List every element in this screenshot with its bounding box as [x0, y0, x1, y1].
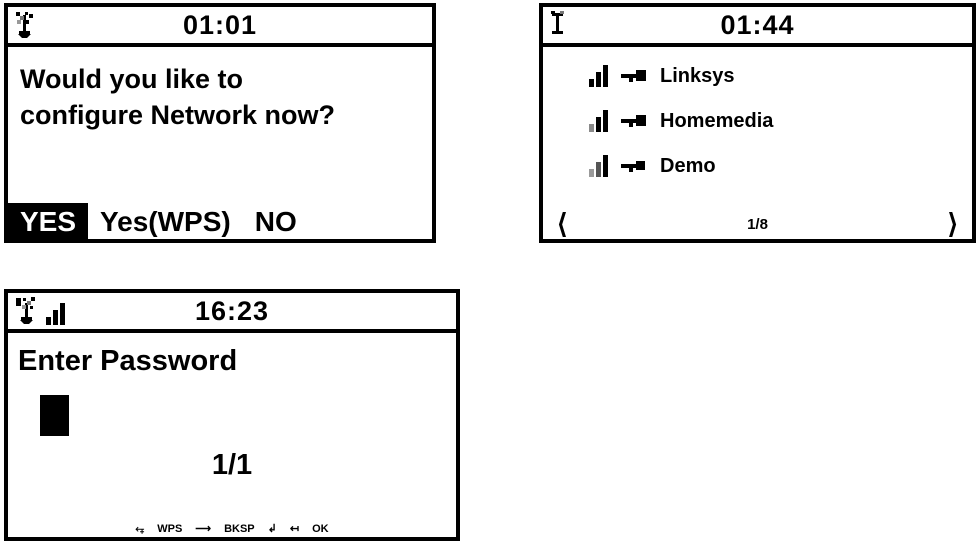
arrow-right-icon[interactable]: ⟶	[195, 523, 212, 535]
key-icon	[621, 68, 647, 84]
network-ssid: Homemedia	[660, 109, 774, 132]
hint-ok-label: OK	[312, 523, 329, 535]
key-icon	[621, 158, 647, 174]
chevron-left-icon[interactable]: ⟨	[557, 208, 568, 239]
back-arrow-icon[interactable]: ↤	[289, 523, 300, 535]
status-icon-group	[549, 11, 567, 39]
lcd-panel-network-scan: 01:44 Linksys	[539, 3, 976, 243]
network-list: Linksys Homemedia	[543, 53, 972, 188]
signal-bars-icon	[589, 109, 608, 132]
list-item[interactable]: Linksys	[543, 53, 972, 98]
status-bar: 01:44	[543, 7, 972, 47]
hint-wps-label: WPS	[157, 523, 183, 535]
status-icon-group	[14, 11, 36, 39]
choice-yes-button[interactable]: YES	[8, 203, 89, 243]
list-item[interactable]: Demo	[543, 143, 972, 188]
pager-count: 1/1	[211, 449, 253, 481]
list-item[interactable]: Homemedia	[543, 98, 972, 143]
hint-bksp-label: BKSP	[224, 523, 255, 535]
status-bar: 16:23	[8, 293, 456, 333]
network-ssid: Linksys	[660, 64, 735, 87]
signal-bars-icon	[589, 64, 608, 87]
status-bar: 01:01	[8, 7, 432, 47]
prompt-line-1: Would you like to	[20, 64, 244, 94]
chevron-right-icon[interactable]: ⟩	[947, 208, 958, 239]
status-clock: 16:23	[194, 295, 270, 326]
password-body: Enter Password 1/1 ⥆ WPS ⟶ BKSP ↲ ↤ OK	[8, 333, 456, 541]
choice-row: YES Yes(WPS) NO	[8, 203, 309, 243]
antenna-disconnected-icon	[14, 11, 36, 39]
key-icon	[621, 113, 647, 129]
prompt-line-2: configure Network now?	[20, 100, 336, 131]
signal-bars-icon	[46, 303, 65, 325]
enter-arrow-icon[interactable]: ↲	[267, 523, 277, 535]
status-icon-group	[14, 297, 65, 325]
choice-no-button[interactable]: NO	[254, 206, 297, 237]
status-clock: 01:44	[720, 9, 795, 40]
antenna-icon	[549, 11, 567, 39]
status-clock: 01:01	[182, 9, 258, 40]
pager: ⟨ 1/8 ⟩	[543, 209, 972, 239]
scan-body: Linksys Homemedia	[543, 47, 972, 243]
confirm-body: Would you like to configure Network now?…	[8, 47, 432, 243]
key-hint-bar: ⥆ WPS ⟶ BKSP ↲ ↤ OK	[8, 524, 456, 535]
lcd-panel-network-confirm: 01:01 Would you like to configure Networ…	[4, 3, 436, 243]
signal-bars-icon	[589, 154, 608, 177]
arrow-left-icon[interactable]: ⥆	[135, 523, 145, 535]
network-ssid: Demo	[660, 154, 716, 177]
lcd-panel-enter-password: 16:23 Enter Password 1/1 ⥆ WPS ⟶ BKSP ↲ …	[4, 289, 460, 541]
password-input-cursor[interactable]	[40, 395, 69, 436]
choice-yes-wps-button[interactable]: Yes(WPS)	[100, 206, 231, 237]
pager-count: 1/8	[747, 215, 768, 233]
page-title: Enter Password	[18, 345, 238, 377]
antenna-signal-icon	[14, 297, 42, 325]
